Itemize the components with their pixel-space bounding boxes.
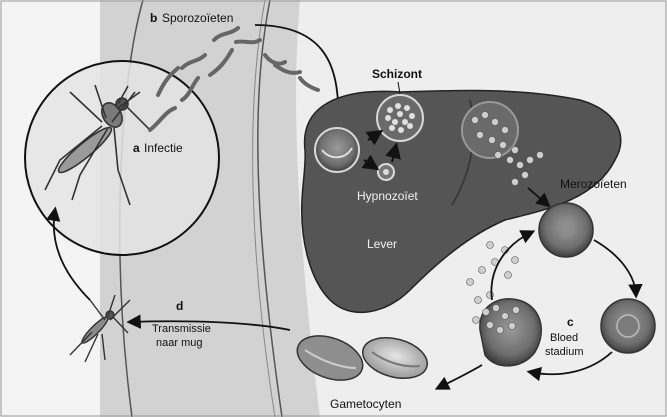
label-c-letter: c [567, 315, 574, 329]
label-d-naar-mug: naar mug [156, 337, 202, 349]
label-c-stadium: stadium [545, 346, 584, 358]
rupturing-hepatocyte [462, 102, 518, 158]
rupturing-red-blood-cell [480, 299, 541, 366]
label-a-letter: a [133, 141, 140, 155]
label-gametocyten: Gametocyten [330, 397, 401, 411]
label-a-infectie: Infectie [144, 141, 183, 155]
label-hypnozoiet: Hypnozoïet [357, 189, 418, 203]
label-lever: Lever [367, 237, 397, 251]
label-merozoieten: Merozoïeten [560, 177, 627, 191]
label-c-bloed: Bloed [550, 332, 578, 344]
label-d-letter: d [176, 299, 183, 313]
label-schizont: Schizont [372, 67, 422, 81]
hepatocyte-left [315, 128, 359, 172]
label-d-transmissie: Transmissie [152, 323, 211, 335]
schizont-cell [377, 95, 423, 141]
label-b-sporozoieten: Sporozoïeten [162, 11, 233, 25]
label-b-letter: b [150, 11, 157, 25]
